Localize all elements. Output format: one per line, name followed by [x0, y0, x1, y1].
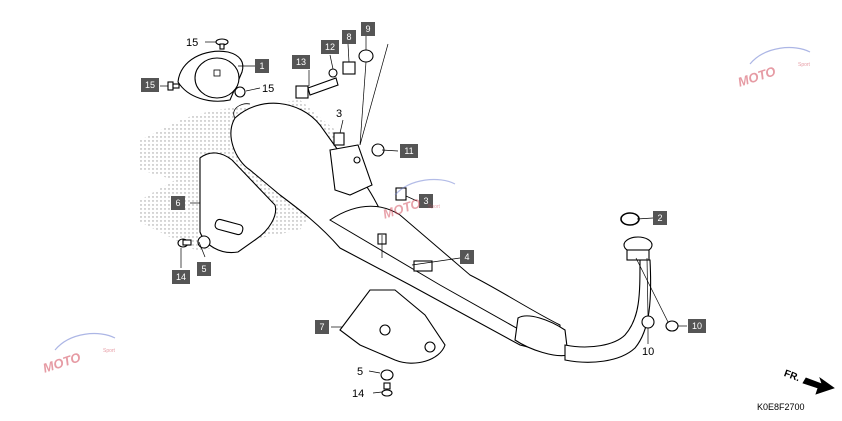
rubber-washer	[197, 235, 211, 249]
svg-text:8: 8	[346, 32, 351, 42]
end-cap-cover	[177, 50, 244, 102]
svg-text:10: 10	[692, 321, 702, 331]
svg-text:Sport: Sport	[103, 348, 116, 354]
svg-text:15: 15	[145, 80, 155, 90]
screw	[167, 81, 180, 91]
callout-5-plain: 5	[357, 366, 363, 378]
svg-text:13: 13	[296, 57, 306, 67]
svg-text:Sport: Sport	[428, 204, 441, 210]
svg-text:6: 6	[175, 198, 180, 208]
svg-text:2: 2	[657, 213, 662, 223]
callout-11: 11	[400, 144, 418, 158]
callout-9: 9	[361, 22, 375, 36]
svg-text:9: 9	[365, 24, 370, 34]
grommet	[234, 86, 246, 98]
callout-15-plain-side: 15	[262, 83, 274, 95]
callout-4: 4	[460, 250, 474, 264]
callout-8: 8	[342, 30, 356, 44]
screw	[381, 382, 393, 397]
callout-14: 14	[172, 270, 190, 284]
callout-2: 2	[653, 211, 667, 225]
svg-text:1: 1	[259, 61, 264, 71]
callout-1: 1	[255, 59, 269, 73]
screw	[215, 38, 229, 50]
gasket	[620, 212, 640, 226]
svg-text:FR.: FR.	[782, 368, 801, 384]
svg-text:Sport: Sport	[798, 62, 811, 68]
watermark-logo: MOTO Sport	[736, 46, 811, 90]
lower-protector	[339, 289, 446, 364]
callout-10: 10	[688, 319, 706, 333]
muffler-tail-end	[514, 315, 569, 357]
watermark-logo: MOTO Sport	[41, 332, 116, 376]
watermark-logo: MOTO Sport	[381, 178, 456, 222]
svg-text:7: 7	[319, 322, 324, 332]
rubber-mount	[358, 49, 374, 63]
joint-nut	[665, 320, 679, 332]
svg-text:14: 14	[176, 272, 186, 282]
collar	[342, 61, 356, 75]
callout-10-plain: 10	[642, 346, 654, 358]
washer	[328, 68, 338, 78]
callout-6: 6	[171, 196, 185, 210]
svg-text:12: 12	[325, 42, 335, 52]
svg-text:5: 5	[201, 264, 206, 274]
rubber-washer	[380, 369, 394, 381]
callout-15: 15	[141, 78, 159, 92]
bolt	[295, 77, 339, 99]
exhaust-pipe	[564, 236, 653, 363]
muffler-bracket	[329, 144, 373, 196]
svg-text:MOTO: MOTO	[736, 63, 778, 89]
clip	[333, 132, 345, 146]
side-heat-protector	[199, 152, 277, 254]
callout-7: 7	[315, 320, 329, 334]
callout-14-plain: 14	[352, 388, 364, 400]
svg-text:MOTO: MOTO	[41, 349, 83, 375]
joint-nut	[641, 315, 655, 329]
svg-text:4: 4	[464, 252, 469, 262]
svg-text:3: 3	[423, 196, 428, 206]
callout-15-plain-top: 15	[186, 37, 198, 49]
callout-5: 5	[197, 262, 211, 276]
leader-lines	[160, 36, 687, 394]
clip	[413, 260, 433, 272]
front-indicator: FR.	[782, 368, 835, 395]
callout-12: 12	[321, 40, 339, 54]
svg-text:11: 11	[404, 146, 413, 156]
callout-13: 13	[292, 55, 310, 69]
diagram-code: K0E8F2700	[757, 402, 805, 412]
callout-3: 3	[419, 194, 433, 208]
callout-3-plain: 3	[336, 108, 342, 120]
screw	[177, 238, 192, 248]
